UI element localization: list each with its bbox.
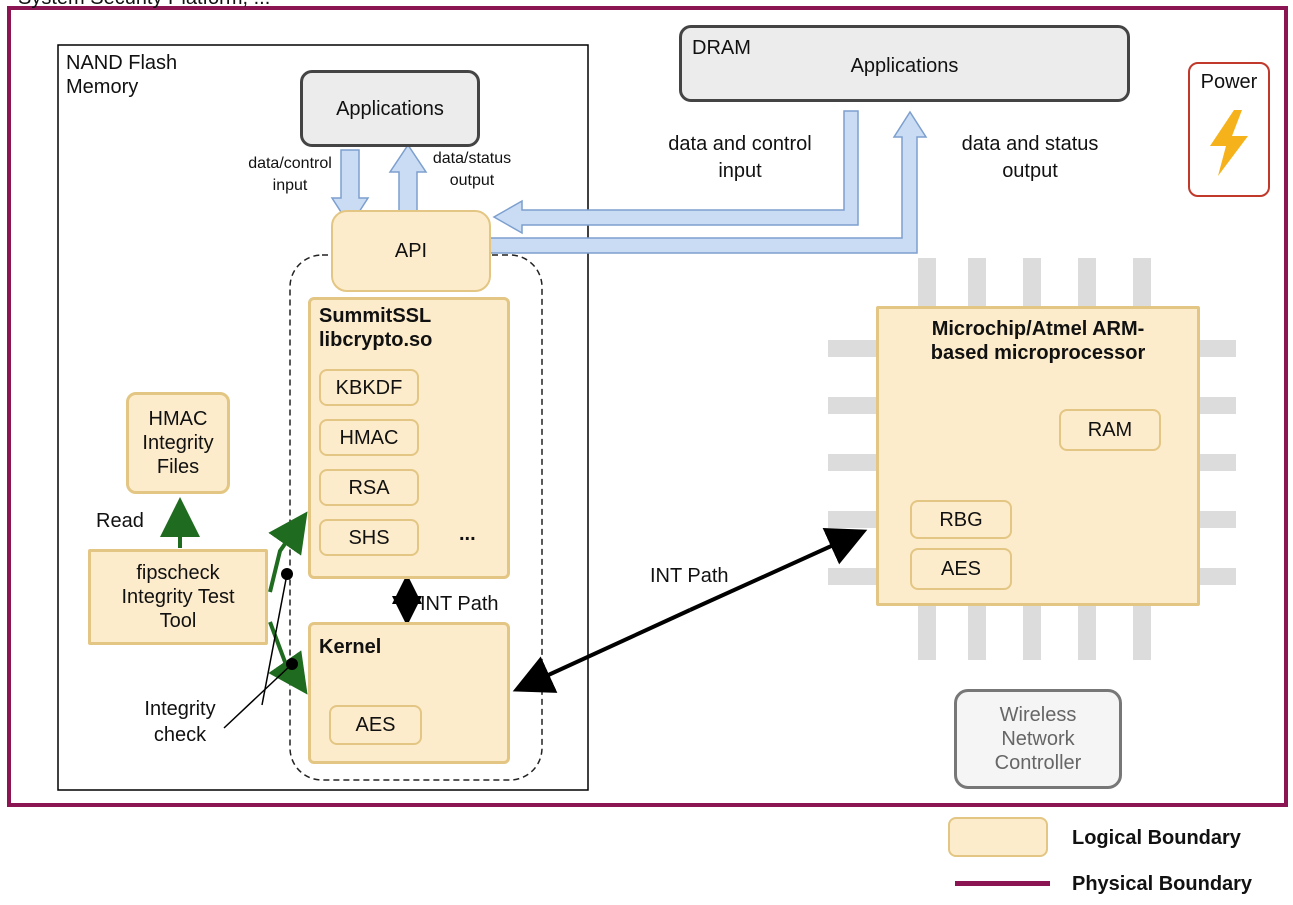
data-control-left-line2: input xyxy=(272,177,308,195)
rbg-box: RBG xyxy=(910,500,1012,539)
nand-flash-boundary xyxy=(57,44,589,791)
microprocessor-title: Microchip/Atmel ARM- based microprocesso… xyxy=(879,317,1197,365)
power-label: Power xyxy=(1200,71,1258,93)
api-label: API xyxy=(394,240,428,262)
dram-box: DRAM Applications xyxy=(679,25,1130,102)
api-box: API xyxy=(331,210,491,292)
fipscheck-box: fipscheck Integrity Test Tool xyxy=(88,549,268,645)
wireless-controller-box: Wireless Network Controller xyxy=(954,689,1122,789)
integrity-arrow-upper xyxy=(268,511,308,593)
ram-label: RAM xyxy=(1087,419,1133,441)
legend-physical-label: Physical Boundary xyxy=(1072,873,1253,895)
summitssl-title: SummitSSL libcrypto.so xyxy=(319,304,432,352)
data-status-output-right: data and status output xyxy=(930,131,1130,185)
summitssl-title-line1: SummitSSL xyxy=(319,305,432,327)
output-arrow-right xyxy=(489,110,928,254)
header-cutoff-text: System Security Platform, ... xyxy=(18,0,270,10)
nand-flash-label: NAND Flash Memory xyxy=(66,51,177,99)
more-items: ... xyxy=(459,523,476,545)
wireless-line1: Wireless xyxy=(999,704,1077,726)
dram-label: DRAM xyxy=(692,37,751,59)
wireless-line3: Controller xyxy=(994,752,1082,774)
lightning-icon xyxy=(1210,110,1248,176)
data-control-left-line1: data/control xyxy=(248,155,332,172)
nand-label-line1: NAND Flash xyxy=(66,52,178,74)
int-path-inner-label: INT Path xyxy=(420,593,499,615)
microprocessor-title-line2: based microprocessor xyxy=(930,342,1146,364)
shs-label: SHS xyxy=(348,526,390,549)
data-status-right-line2: output xyxy=(1002,160,1058,182)
nand-label-line2: Memory xyxy=(66,76,139,98)
power-box: Power xyxy=(1188,62,1270,197)
applications-left-label: Applications xyxy=(336,97,444,120)
integrity-arrow-lower xyxy=(268,621,308,695)
rsa-box: RSA xyxy=(319,469,419,506)
shs-box: SHS xyxy=(319,519,419,556)
legend-logical-swatch xyxy=(948,817,1048,857)
hmac-files-line3: Files xyxy=(156,456,200,478)
kernel-box: Kernel AES xyxy=(308,622,510,764)
data-control-right-line2: input xyxy=(718,160,762,182)
int-path-outer-label: INT Path xyxy=(650,565,729,587)
legend-logical-label: Logical Boundary xyxy=(1072,827,1241,849)
hmac-files-line2: Integrity xyxy=(142,432,214,454)
data-status-left-line1: data/status xyxy=(432,150,512,167)
summitssl-title-line2: libcrypto.so xyxy=(319,329,433,351)
int-path-outer-arrow xyxy=(689,527,868,612)
kernel-aes-box: AES xyxy=(329,705,422,745)
data-control-right-line1: data and control xyxy=(668,133,812,155)
input-arrow-right xyxy=(492,110,859,235)
hmac-integrity-files-box: HMAC Integrity Files xyxy=(126,392,230,494)
hmac-box: HMAC xyxy=(319,419,419,456)
micro-aes-box: AES xyxy=(910,548,1012,590)
physical-boundary xyxy=(7,6,1288,807)
data-status-output-left: data/status output xyxy=(422,148,522,193)
read-label: Read xyxy=(96,510,144,532)
wireless-line2: Network xyxy=(1001,728,1075,750)
integrity-check-label: Integrity check xyxy=(130,696,230,748)
hmac-label: HMAC xyxy=(339,426,399,449)
data-control-input-left: data/control input xyxy=(245,153,335,198)
chip-pins xyxy=(828,258,1236,660)
rsa-label: RSA xyxy=(348,476,390,499)
microprocessor-title-line1: Microchip/Atmel ARM- xyxy=(931,318,1145,340)
rbg-label: RBG xyxy=(939,508,983,531)
dram-applications-label: Applications xyxy=(850,55,959,77)
applications-box-left: Applications xyxy=(300,70,480,147)
fipscheck-line3: Tool xyxy=(159,610,197,632)
kbkdf-label: KBKDF xyxy=(335,376,403,399)
microprocessor-box: Microchip/Atmel ARM- based microprocesso… xyxy=(876,306,1200,606)
data-status-right-line1: data and status xyxy=(961,133,1099,155)
kbkdf-box: KBKDF xyxy=(319,369,419,406)
hmac-files-line1: HMAC xyxy=(148,408,208,430)
fipscheck-line1: fipscheck xyxy=(136,562,220,584)
legend-physical-swatch xyxy=(955,881,1050,886)
kernel-aes-label: AES xyxy=(355,714,396,736)
kernel-title: Kernel xyxy=(319,636,382,658)
micro-aes-label: AES xyxy=(940,558,982,580)
fipscheck-line2: Integrity Test xyxy=(121,586,235,608)
integrity-check-line1: Integrity xyxy=(144,698,216,720)
data-status-left-line2: output xyxy=(449,172,495,190)
ram-box: RAM xyxy=(1059,409,1161,451)
data-control-input-right: data and control input xyxy=(640,131,840,185)
integrity-check-line2: check xyxy=(153,724,207,746)
summitssl-box: SummitSSL libcrypto.so KBKDF HMAC RSA SH… xyxy=(308,297,510,579)
